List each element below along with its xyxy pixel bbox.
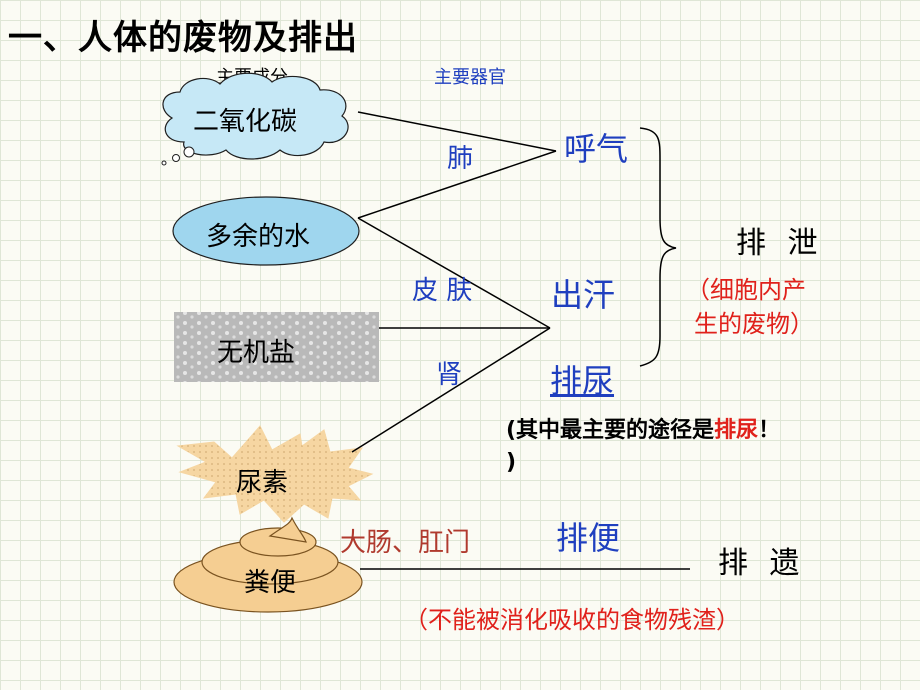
main-route-suffix: ！ xyxy=(758,418,781,443)
category-egestion: 排 遗 xyxy=(718,546,806,581)
line-co2-lung xyxy=(357,111,557,152)
component-urea: 尿素 xyxy=(236,468,289,498)
excretion-brace xyxy=(639,127,677,367)
organ-kidney: 肾 xyxy=(436,360,463,390)
feces-tip xyxy=(268,516,307,543)
pathway-urine[interactable]: 排尿 xyxy=(550,362,615,400)
excretion-note-line1: （细胞内产 xyxy=(686,276,806,304)
line-water-kidney xyxy=(357,217,551,329)
organ-lung: 肺 xyxy=(447,144,474,174)
main-route-note: (其中最主要的途径是排尿！ xyxy=(506,412,780,444)
component-water: 多余的水 xyxy=(206,222,311,252)
component-feces: 粪便 xyxy=(244,568,297,598)
header-organs: 主要器官 xyxy=(434,67,506,88)
organ-skin: 皮 肤 xyxy=(412,276,473,306)
salt-rect xyxy=(174,312,379,382)
pathway-breath: 呼气 xyxy=(564,130,629,168)
pathway-sweat: 出汗 xyxy=(551,276,616,314)
component-salt: 无机盐 xyxy=(217,338,296,368)
page-title: 一、人体的废物及排出 xyxy=(8,18,358,58)
category-excretion: 排 泄 xyxy=(736,226,824,261)
egestion-note: （不能被消化吸收的食物残渣） xyxy=(404,606,740,634)
excretion-note-line2: 生的废物） xyxy=(694,310,814,338)
cloud-bubble xyxy=(183,146,195,158)
main-route-prefix: (其中最主要的途径是 xyxy=(506,418,715,443)
line-urea-kidney xyxy=(351,327,551,453)
pathway-defecate: 排便 xyxy=(556,519,621,557)
water-oval xyxy=(172,196,360,266)
component-co2: 二氧化碳 xyxy=(193,107,298,137)
cloud-bubble xyxy=(161,160,167,166)
main-route-highlight: 排尿 xyxy=(714,418,759,443)
co2-cloud xyxy=(162,72,349,160)
cloud-bubble xyxy=(172,154,180,162)
organ-intestine: 大肠、肛门 xyxy=(340,528,471,558)
main-route-close: ) xyxy=(506,450,517,475)
line-water-lung xyxy=(357,150,557,219)
